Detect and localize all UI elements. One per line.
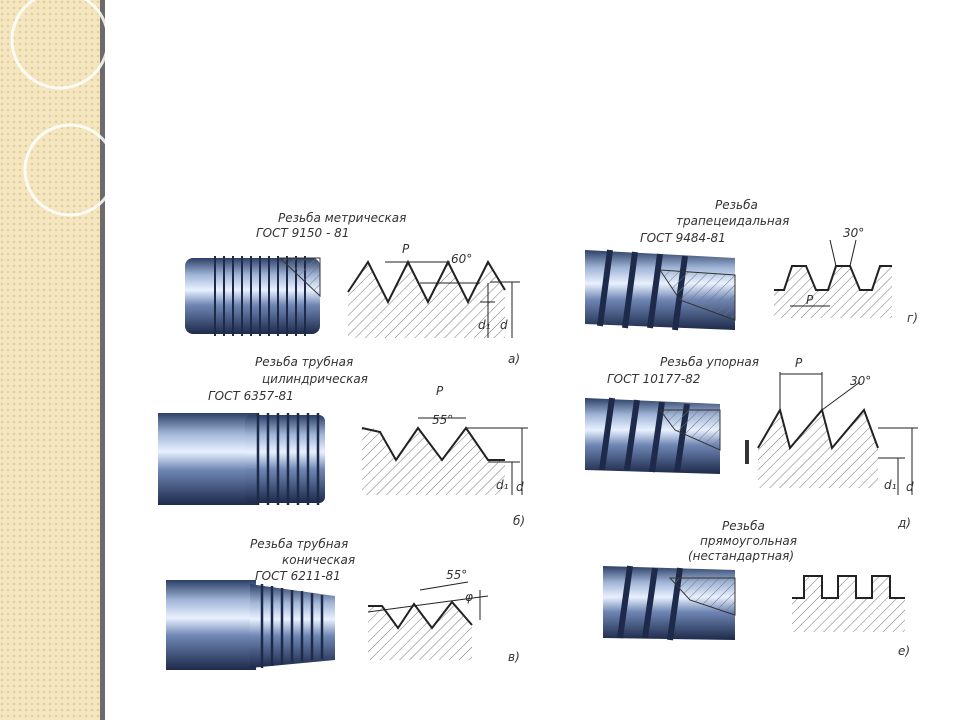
buttress-pitch-label: P [795,356,803,370]
buttress-angle-label: 30° [850,374,872,388]
rectangular-bolt [603,565,736,641]
metric-thread-bolt [185,256,321,336]
pipe-conical-bolt [166,580,335,670]
rect-subtitle: прямоугольная [700,534,797,548]
trapezoidal-profile [774,239,892,318]
trap-subtitle: трапецеидальная [676,214,790,228]
metric-angle-label: 60° [451,252,473,266]
pipe-cyl-d-label: d [516,480,524,494]
metric-gost: ГОСТ 9150 - 81 [256,226,350,240]
trap-gost: ГОСТ 9484-81 [640,231,726,245]
buttress-gost: ГОСТ 10177-82 [607,372,701,386]
metric-title: Резьба метрическая [278,211,407,225]
buttress-d1-label: d₁ [884,478,897,492]
pipe-cylindrical-bolt [158,413,325,505]
pipe-con-subtitle: коническая [282,553,356,567]
trapezoidal-bolt [585,249,736,331]
rect-letter: е) [898,644,911,658]
sidebar-divider [100,0,105,720]
metric-letter: а) [508,352,521,366]
pipe-con-letter: в) [508,650,520,664]
buttress-d-label: d [906,480,914,494]
buttress-letter: д) [898,516,911,530]
metric-thread-profile [347,259,520,338]
trap-pitch-label: P [806,293,814,307]
rect-title: Резьба [722,519,765,533]
pipe-conical-profile [367,581,489,660]
metric-d1-label: d₁ [478,318,491,332]
pipe-cyl-angle-label: 55° [432,413,454,427]
trap-letter: г) [907,311,918,325]
pipe-con-angle-label: 55° [446,568,468,582]
buttress-title: Резьба упорная [660,355,759,369]
pipe-con-title: Резьба трубная [250,537,349,551]
metric-pitch-label: P [402,242,410,256]
rectangular-profile [792,575,905,632]
pipe-cylindrical-profile [361,417,528,495]
pipe-cyl-letter: б) [513,514,526,528]
metric-d-label: d [500,318,508,332]
rect-note: (нестандартная) [688,549,795,563]
buttress-bolt [585,397,749,474]
trap-angle-label: 30° [843,226,865,240]
decorative-circles [10,0,117,217]
decorative-sidebar [0,0,100,720]
buttress-profile [757,372,918,495]
pipe-con-gost: ГОСТ 6211-81 [255,569,341,583]
pipe-cyl-d1-label: d₁ [496,478,509,492]
pipe-cyl-subtitle: цилиндрическая [262,372,368,386]
pipe-cyl-pitch-label: P [436,384,444,398]
pipe-con-phi-label: φ [465,590,473,604]
trap-title: Резьба [715,198,758,212]
pipe-cyl-gost: ГОСТ 6357-81 [208,389,294,403]
pipe-cyl-title: Резьба трубная [255,355,354,369]
